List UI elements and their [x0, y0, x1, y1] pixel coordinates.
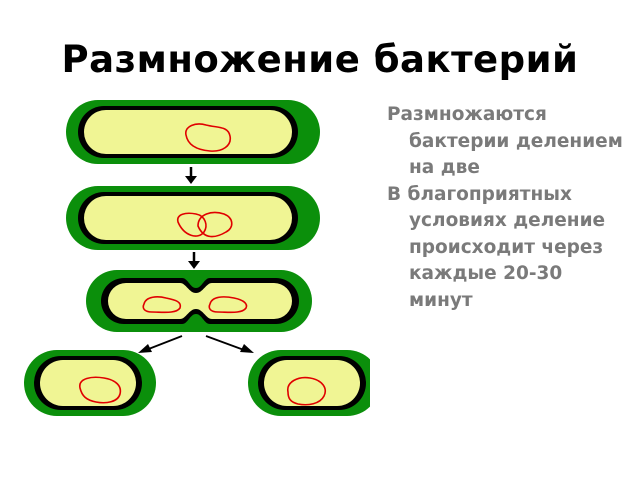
bacteria-division-diagram: [24, 100, 370, 416]
paragraph-2: В благоприятных условиях деление происхо…: [387, 183, 606, 311]
nucleoid: [176, 212, 207, 237]
arrow-down-icon: [188, 252, 200, 269]
bacterium-stage-3: [86, 270, 312, 332]
nucleoid: [142, 296, 182, 314]
page-title: Размножение бактерий: [61, 38, 579, 81]
nucleoid: [185, 123, 232, 152]
daughter-cell-right: [248, 350, 370, 416]
body-text: Размножаются бактерии делением на две В …: [387, 102, 632, 314]
arrow-diagonal-right-icon: [205, 335, 254, 353]
bacterium-stage-1: [66, 100, 320, 164]
paragraph-1: Размножаются бактерии делением на две: [387, 104, 623, 178]
nucleoid: [287, 376, 326, 406]
daughter-cell-left: [24, 350, 156, 416]
arrow-down-icon: [185, 167, 197, 184]
nucleoid: [197, 211, 233, 238]
nucleoid: [79, 376, 122, 404]
arrow-diagonal-left-icon: [138, 335, 183, 353]
nucleoid: [208, 296, 248, 314]
bacterium-stage-2: [66, 186, 320, 250]
